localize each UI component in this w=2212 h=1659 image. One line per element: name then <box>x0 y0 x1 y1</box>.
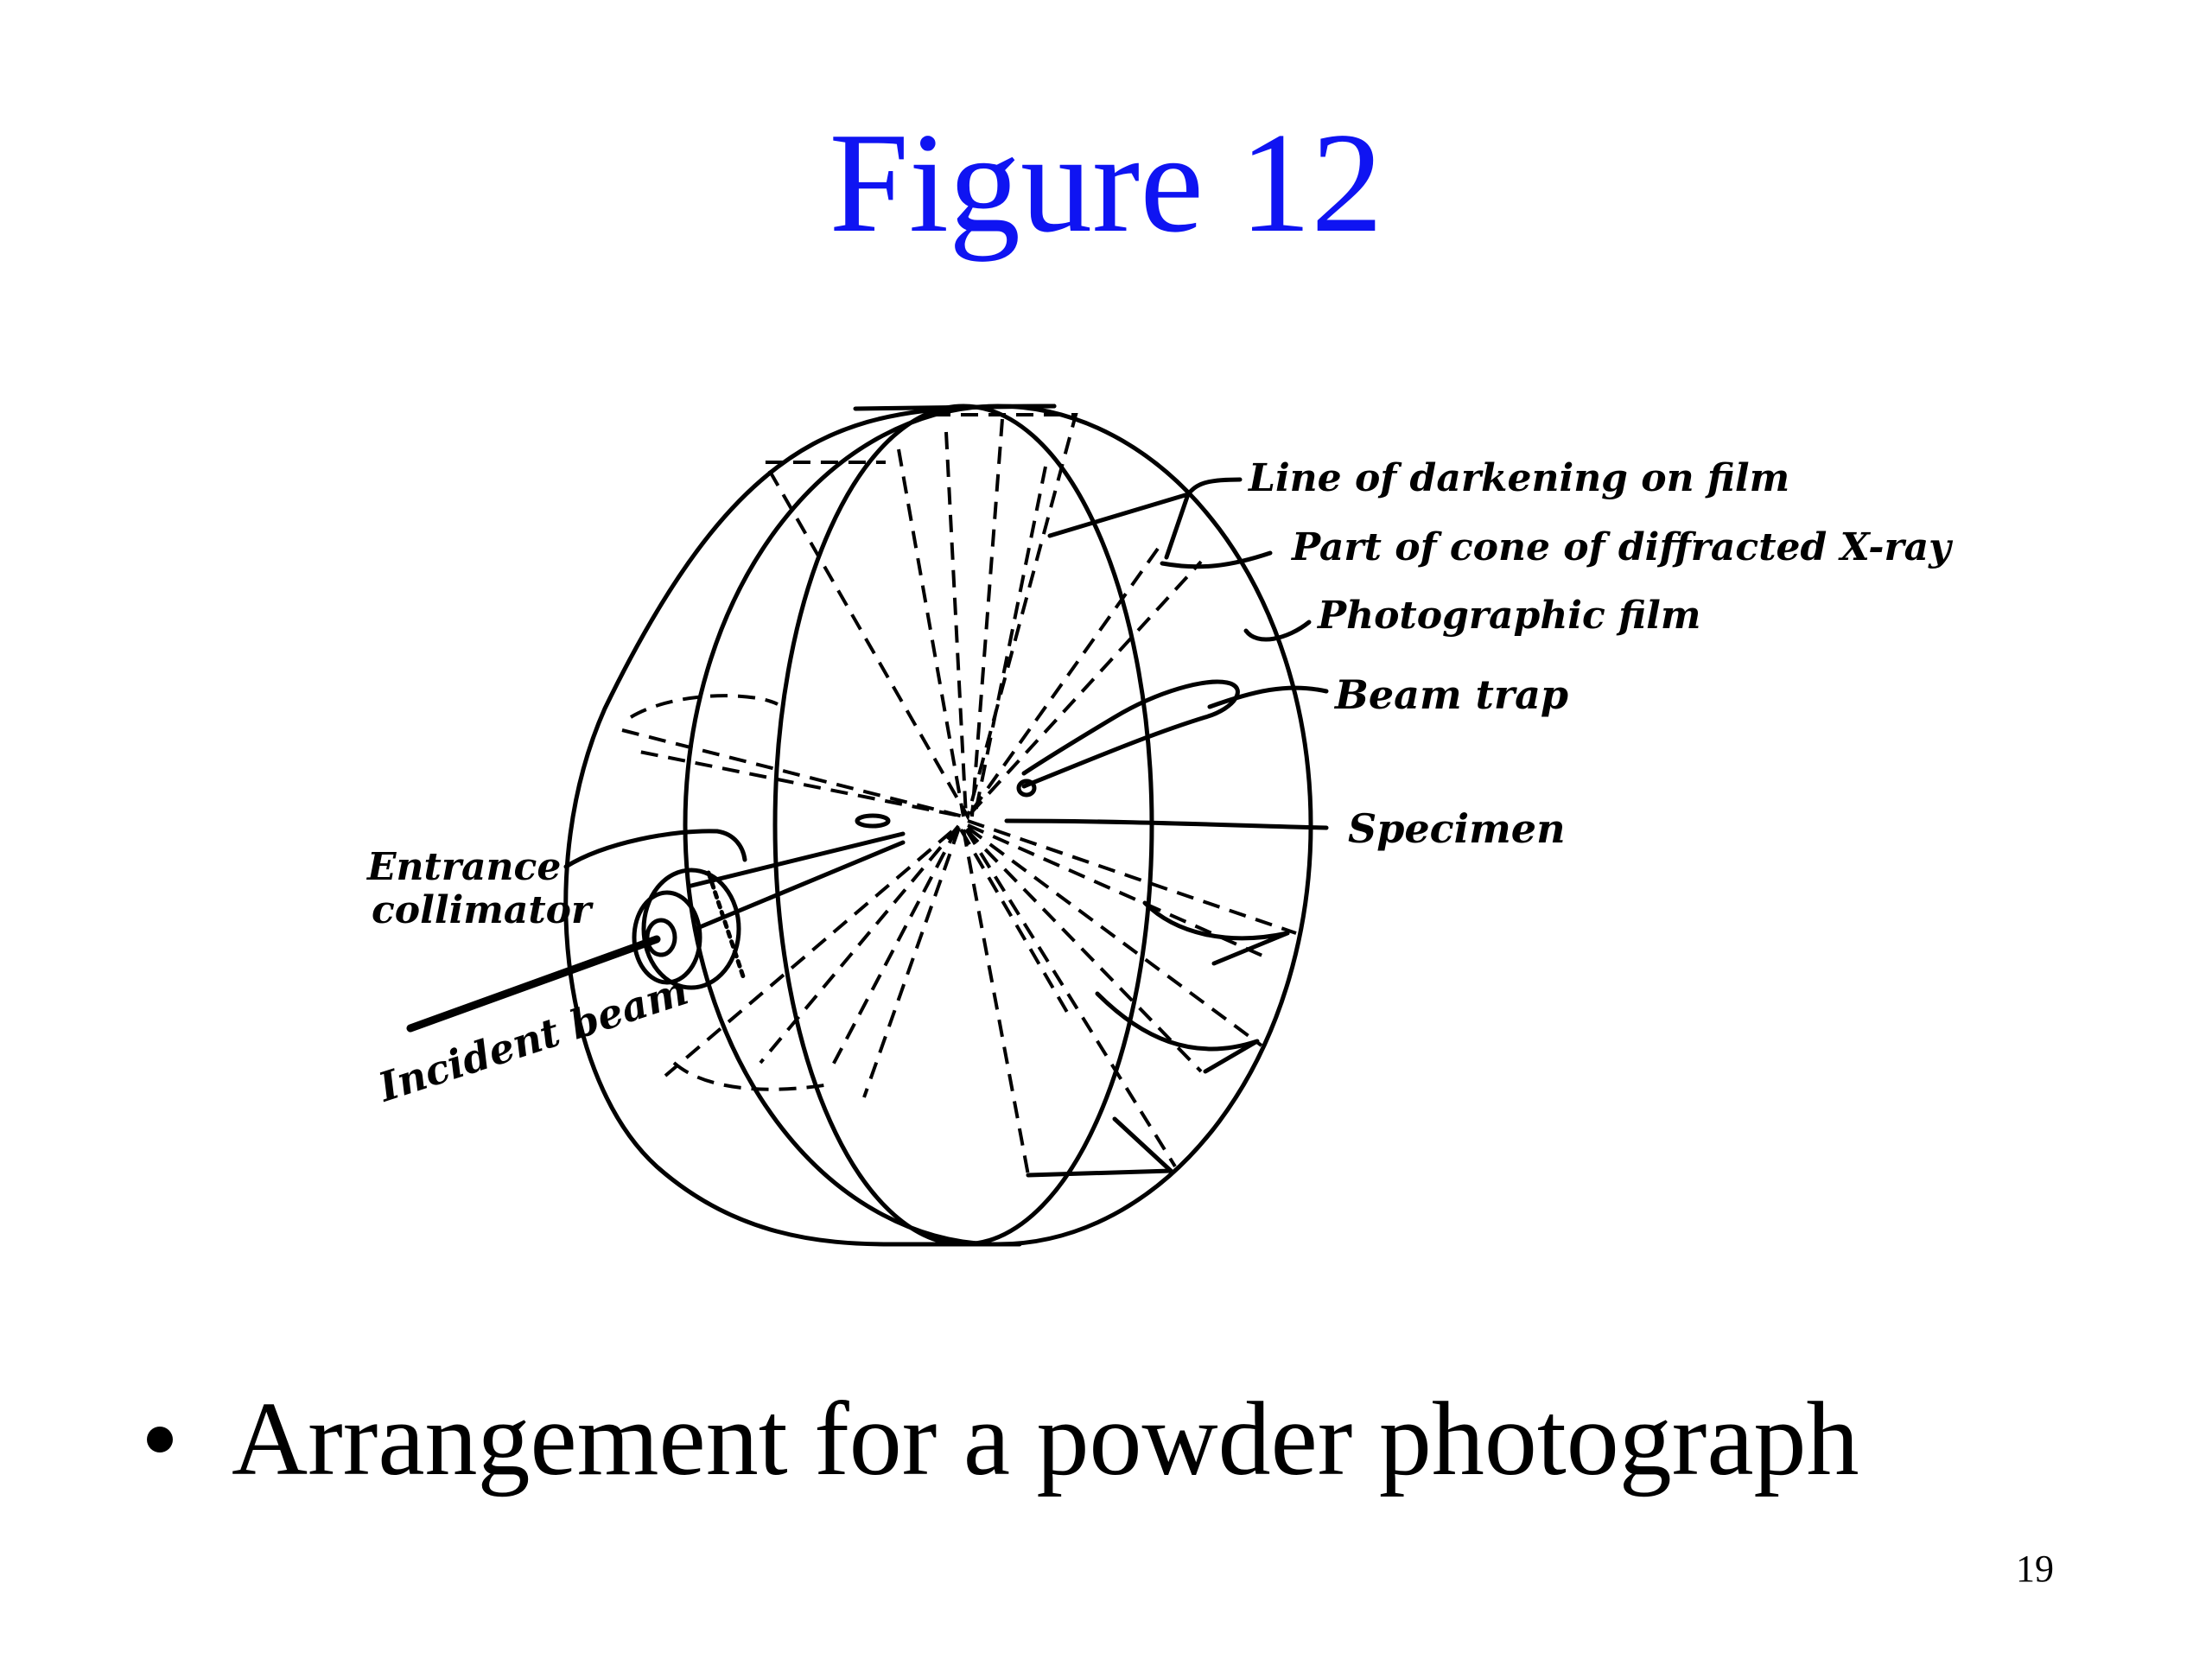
bullet-text: Arrangement for a powder photograph <box>232 1381 1859 1497</box>
collimator-ribs <box>706 870 746 979</box>
film-flap-lower <box>1095 991 1260 1074</box>
label-entrance: Entrance <box>365 845 561 889</box>
film-flap-bottom <box>1026 1116 1173 1178</box>
beam-trap-mouth <box>1016 779 1037 798</box>
slide-title: Figure 12 <box>829 103 1383 262</box>
collimator-body-bottom <box>693 840 906 931</box>
label-specimen: Specimen <box>1348 805 1566 852</box>
label-incident-beam: Incident beam <box>372 967 694 1111</box>
collimator-body-top <box>689 831 906 888</box>
camera-inner-ring <box>772 404 1154 1247</box>
label-beam-trap: Beam trap <box>1333 671 1568 718</box>
beam-trap <box>1021 679 1240 789</box>
leader-photographic-film <box>1243 620 1312 642</box>
collimator-cap <box>641 868 741 990</box>
incident-beam-line <box>406 935 661 1033</box>
collimator-bore <box>645 918 677 957</box>
leader-beam-trap <box>1207 685 1329 709</box>
leader-specimen <box>1004 818 1329 830</box>
ray-cone-top-inner <box>897 418 1047 817</box>
bullet-item: Arrangement for a powder photograph <box>147 1387 1859 1492</box>
collimator-inner <box>632 890 702 985</box>
camera-front-rim <box>683 404 1313 1247</box>
ray-cone-top <box>761 413 1078 822</box>
page-number: 19 <box>2016 1548 2054 1590</box>
ray-cone-right-upper <box>966 547 1203 818</box>
leader-entrance-collimator <box>563 829 747 869</box>
specimen-holder <box>855 813 891 829</box>
film-flap-upper <box>1047 492 1191 560</box>
film-flap-right <box>1142 900 1290 966</box>
bullet-dot-icon <box>147 1427 173 1452</box>
ray-cone-bottom-left <box>664 823 961 1091</box>
ray-cone-lower-right <box>964 826 1263 1073</box>
ray-cone-right <box>967 819 1297 961</box>
label-line-of-darkening: Line of darkening on film <box>1247 456 1789 500</box>
leader-part-of-cone <box>1160 550 1273 569</box>
ray-cone-lower-left <box>828 827 961 1098</box>
camera-back-rim <box>563 404 1057 1247</box>
ray-cone-left <box>621 694 964 818</box>
label-part-of-cone: Part of cone of diffracted X-ray <box>1290 525 1954 569</box>
label-photographic-film: Photographic film <box>1316 594 1700 638</box>
leader-line-of-darkening <box>1185 477 1243 497</box>
ray-cone-bottom <box>959 828 1177 1176</box>
label-collimator: collimator <box>372 888 594 932</box>
